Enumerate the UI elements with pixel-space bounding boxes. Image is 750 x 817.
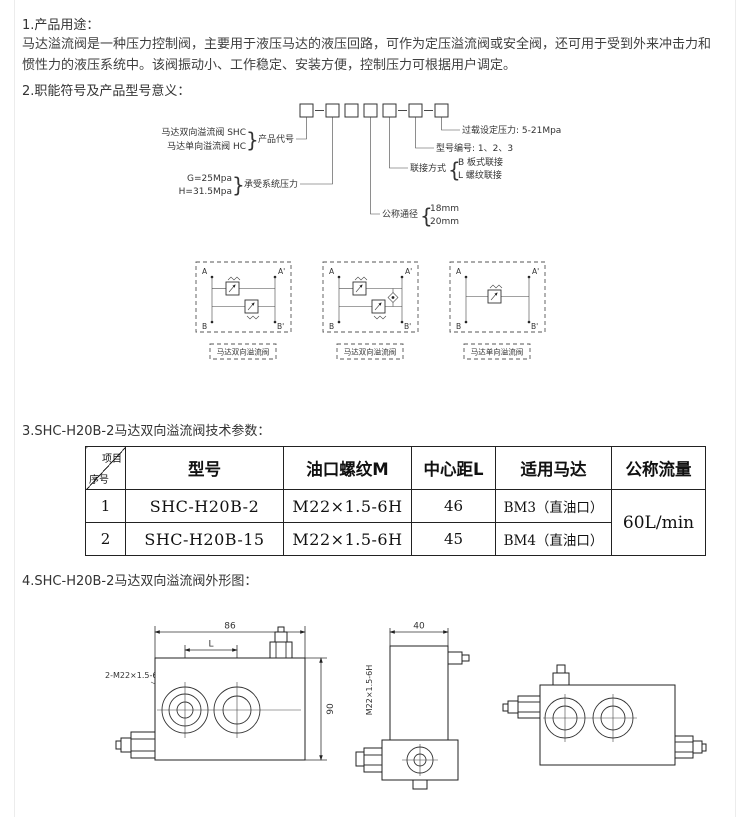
left-fitting [517,695,541,719]
label-g25: G=25Mpa [187,174,232,184]
brace-diameter: { [420,204,433,228]
symbol2-caption: 马达双向溢流阀 [344,347,397,357]
symbol-bidirectional-2: A A' B B' [322,261,419,333]
port-b-label: B [202,322,207,331]
brace-system-pressure: } [232,173,245,197]
cell-model: SHC-H20B-15 [125,522,284,556]
label-system-pressure: 承受系统压力 [244,178,298,190]
cell-thread: M22×1.5-6H [283,522,412,556]
port-b-label: B [329,322,334,331]
top-port-fitting [269,641,293,659]
symbol1-caption-box [209,343,277,360]
cell-no: 1 [85,489,126,523]
symbol3-caption: 马达单向溢流阀 [471,347,524,357]
port-b1-label: B' [277,322,284,331]
cell-flow: 60L/min [611,489,706,556]
label-d20: 20mm [430,217,459,227]
section1-title: 1.产品用途： [22,18,100,33]
cell-no: 2 [85,522,126,556]
cell-motor: BM4（直油口） [495,522,612,556]
port-b1-label: B' [531,322,538,331]
corner-header-cell: 项目 序号 [85,446,126,490]
port-a1-label: A' [532,267,539,276]
port-b-label: B [456,322,461,331]
section2-title: 2.职能符号及产品型号意义： [22,84,191,99]
cell-motor: BM3（直油口） [495,489,612,523]
front-view-body [115,626,306,761]
label-diameter: 公称通径 [382,208,418,220]
label-conn-l: L 螺纹联接 [458,169,502,181]
function-symbols-diagram: A A' B B' 马达双向溢流阀 A A' B B' [195,261,546,360]
label-hc: 马达单向溢流阀 HC [167,140,246,152]
side-view-body [355,645,470,790]
side-view-dimensions: 40 M22×1.5-6H [365,622,449,716]
section4-title: 4.SHC-H20B-2马达双向溢流阀外形图： [22,574,258,589]
symbol2-caption-box [336,343,404,360]
spec-table-header-row: 项目 序号 型号 油口螺纹M 中心距L 适用马达 公称流量 [85,446,706,490]
section1-body: 马达溢流阀是一种压力控制阀，主要用于液压马达的液压回路，可作为定压溢流阀或安全阀… [22,37,712,73]
hex-fitting [363,747,383,773]
table-row: 2 SHC-H20B-15 M22×1.5-6H 45 BM4（直油口） [85,522,706,556]
right-fitting [674,735,694,759]
brace-connection: { [448,158,461,182]
model-code-diagram: 马达双向溢流阀 SHC 马达单向溢流阀 HC } 产品代号 G=25Mpa H=… [161,103,561,228]
port-a1-label: A' [278,267,285,276]
top-plug [552,672,570,686]
dim-86-label: 86 [224,622,236,632]
header-thread: 油口螺纹M [283,446,412,490]
symbol3-caption-box [463,343,531,360]
cell-distance: 45 [411,522,496,556]
cell-model: SHC-H20B-2 [125,489,284,523]
port-b1-label: B' [404,322,411,331]
dim-L-label: L [208,640,213,650]
corner-top-label: 项目 [102,454,122,465]
port-a1-label: A' [405,267,412,276]
symbol-bidirectional-1: A A' B B' [195,261,292,333]
brace-product-code: } [246,128,259,152]
label-product-code: 产品代号 [258,133,294,145]
cell-thread: M22×1.5-6H [283,489,412,523]
label-connection: 联接方式 [410,162,446,174]
symbol1-caption: 马达双向溢流阀 [217,347,270,357]
rear-view-body [502,664,707,766]
header-flow: 公称流量 [611,446,706,490]
outline-drawing-rear [502,664,707,766]
section3-title: 3.SHC-H20B-2马达双向溢流阀技术参数： [22,424,271,439]
port-a-label: A [202,267,208,276]
dim-40-label: 40 [413,622,425,632]
label-overload: 过载设定压力: 5-21Mpa [462,124,561,136]
label-model-no: 型号编号: 1、2、3 [436,142,513,154]
header-distance: 中心距L [411,446,496,490]
dim-90-label: 90 [326,703,336,715]
side-port-fitting [130,731,156,759]
model-code-leader-lines [296,117,460,215]
label-d18: 18mm [430,204,459,214]
label-conn-b: B 板式联接 [458,156,503,168]
symbol-unidirectional: A A' B B' [449,261,546,333]
spec-table: 项目 序号 型号 油口螺纹M 中心距L 适用马达 公称流量 1 SHC-H20B… [85,446,706,556]
content-frame-borders [14,0,736,817]
outline-drawing-front: 86 L 90 2-M22×1.5-6H [105,622,336,761]
outline-drawing-side: 40 M22×1.5-6H [355,622,470,790]
label-h315: H=31.5Mpa [179,187,232,197]
thread-callout-label: 2-M22×1.5-6H [105,671,163,680]
port-a-label: A [329,267,335,276]
corner-bottom-label: 序号 [89,475,109,486]
port-a-label: A [456,267,462,276]
label-shc: 马达双向溢流阀 SHC [161,126,246,138]
side-plug [447,651,463,665]
table-row: 1 SHC-H20B-2 M22×1.5-6H 46 BM3（直油口） 60L/… [85,489,706,556]
header-model: 型号 [125,446,284,490]
cell-distance: 46 [411,489,496,523]
header-motor: 适用马达 [495,446,612,490]
model-code-boxes [299,103,449,118]
thread-vertical-label: M22×1.5-6H [365,665,374,716]
